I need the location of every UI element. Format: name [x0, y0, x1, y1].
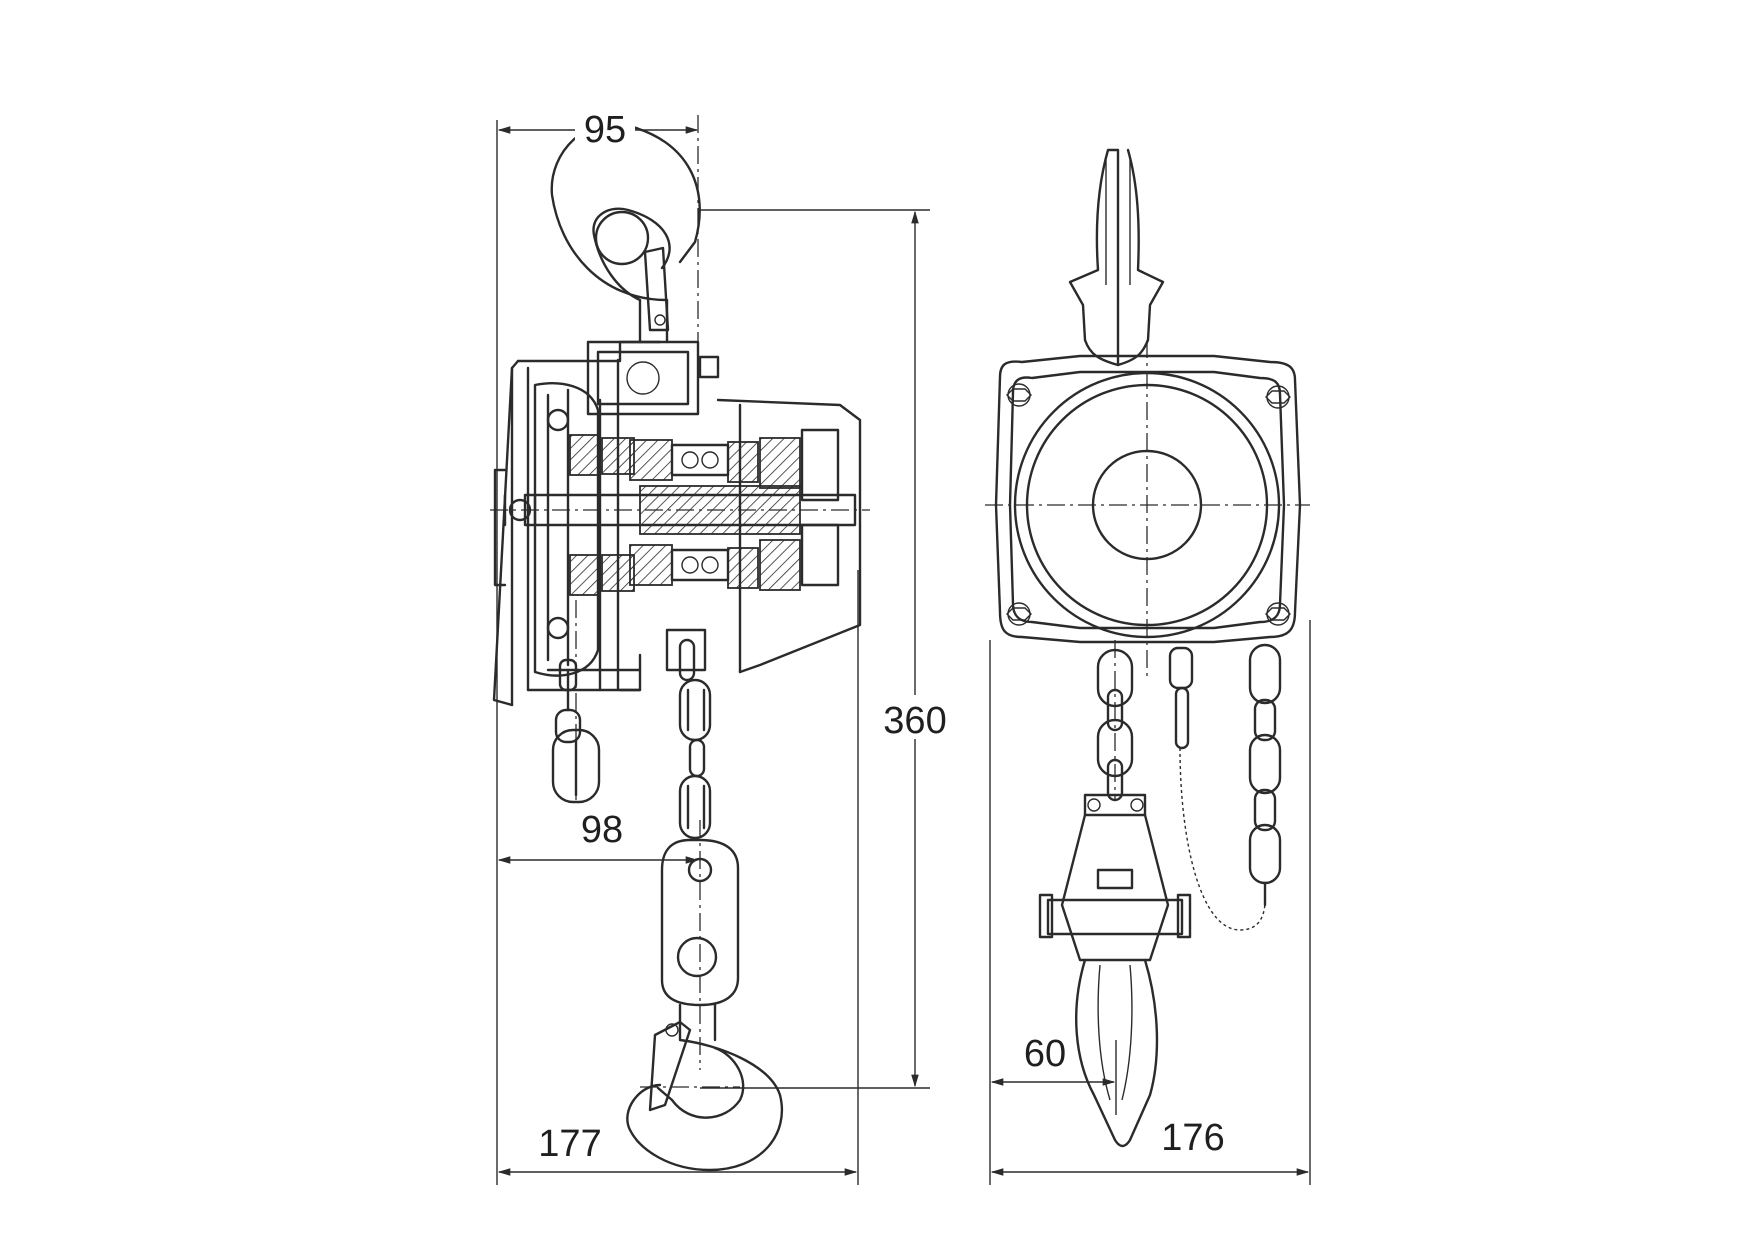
bottom-hook-side	[626, 1003, 783, 1172]
corner-bolts	[1006, 383, 1291, 626]
bolt-bottom-right	[1265, 602, 1291, 626]
dim-front-width: 176	[1161, 1117, 1224, 1159]
bottom-block-side	[660, 820, 740, 1070]
dim-top-hook-width: 95	[584, 109, 626, 151]
top-hook-front	[1068, 148, 1165, 367]
load-chain-front	[1096, 640, 1134, 802]
suspension-block	[586, 340, 720, 416]
top-hook-side	[550, 122, 701, 344]
hand-wheel-assembly	[533, 382, 635, 677]
dim-front-offset: 60	[1024, 1033, 1066, 1075]
dim-overall-height: 360	[883, 700, 946, 742]
load-chain-side	[665, 628, 712, 840]
main-shaft	[490, 485, 870, 535]
hoist-body-front	[985, 340, 1310, 680]
hoist-housing	[492, 340, 862, 707]
bolt-top-left	[1006, 383, 1032, 407]
dim-hand-chain-offset: 98	[581, 809, 623, 851]
hand-chain-front	[1168, 643, 1282, 931]
bolt-top-right	[1265, 385, 1291, 409]
hand-chain-side	[551, 600, 601, 804]
bolt-bottom-left	[1006, 602, 1032, 626]
front-view	[985, 148, 1310, 1148]
dim-side-width: 177	[538, 1123, 601, 1165]
side-section-view	[490, 115, 870, 1172]
dimension-lines: 95 360 98 177 60 176	[496, 105, 1311, 1185]
gear-train	[629, 428, 840, 591]
bottom-block-front	[1038, 793, 1192, 1148]
